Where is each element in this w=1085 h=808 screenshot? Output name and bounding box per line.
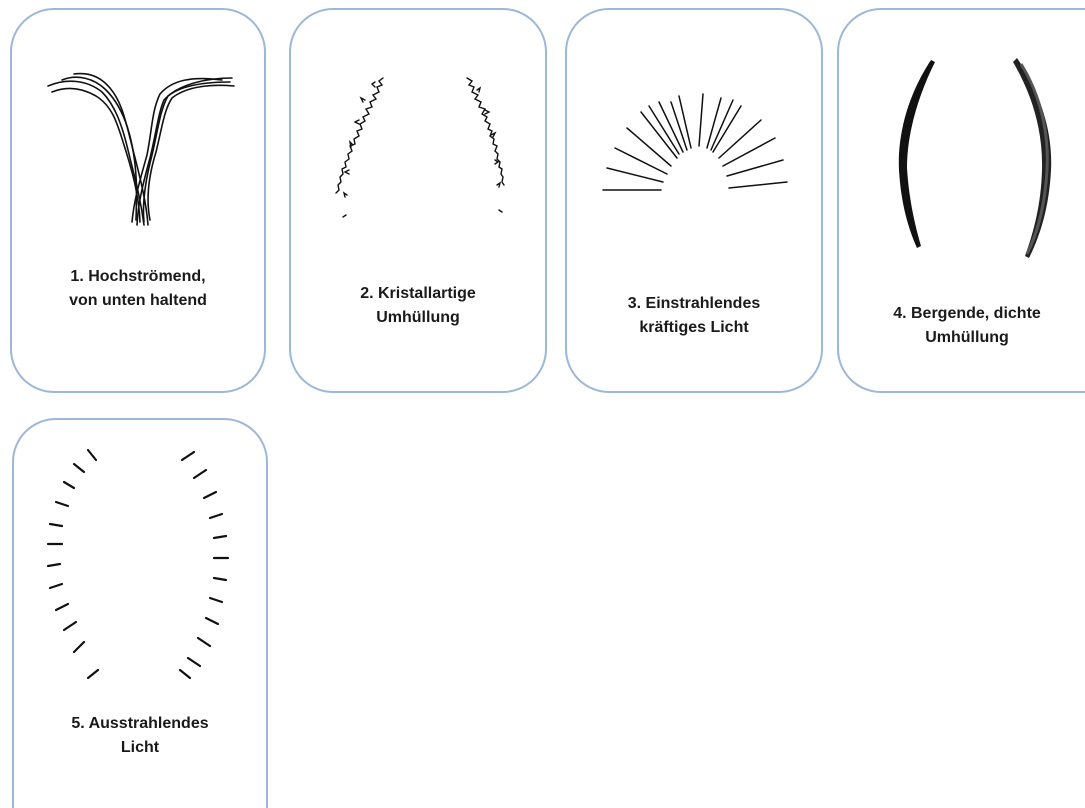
card-label: 2. Kristallartige Umhüllung [291, 282, 545, 330]
card-hochstromend: 1. Hochströmend, von unten haltend [10, 8, 266, 393]
card-label-line1: 1. Hochströmend, [12, 265, 264, 289]
card-kristallartige-umhullung: 2. Kristallartige Umhüllung [289, 8, 547, 393]
card-label-line1: 2. Kristallartige [291, 282, 545, 306]
card-bergende-umhullung: 4. Bergende, dichte Umhüllung [837, 8, 1085, 393]
card-label-line2: kräftiges Licht [567, 316, 821, 340]
card-label: 3. Einstrahlendes kräftiges Licht [567, 292, 821, 340]
card-einstrahlendes-licht: 3. Einstrahlendes kräftiges Licht [565, 8, 823, 393]
card-label-line2: Umhüllung [291, 306, 545, 330]
dense-envelope-drawing-icon [839, 10, 1085, 270]
card-label-line2: Licht [14, 736, 266, 760]
outgoing-dashes-drawing-icon [14, 420, 270, 690]
card-label-line2: von unten haltend [12, 289, 264, 313]
card-label-line1: 4. Bergende, dichte [839, 302, 1085, 326]
card-ausstrahlendes-licht: 5. Ausstrahlendes Licht [12, 418, 268, 808]
card-label: 4. Bergende, dichte Umhüllung [839, 302, 1085, 350]
crystal-envelope-drawing-icon [291, 10, 549, 250]
card-label: 1. Hochströmend, von unten haltend [12, 265, 264, 313]
card-label-line1: 5. Ausstrahlendes [14, 712, 266, 736]
upward-flow-drawing-icon [12, 10, 268, 250]
card-label: 5. Ausstrahlendes Licht [14, 712, 266, 760]
card-label-line2: Umhüllung [839, 326, 1085, 350]
incoming-rays-drawing-icon [567, 10, 825, 250]
card-label-line1: 3. Einstrahlendes [567, 292, 821, 316]
